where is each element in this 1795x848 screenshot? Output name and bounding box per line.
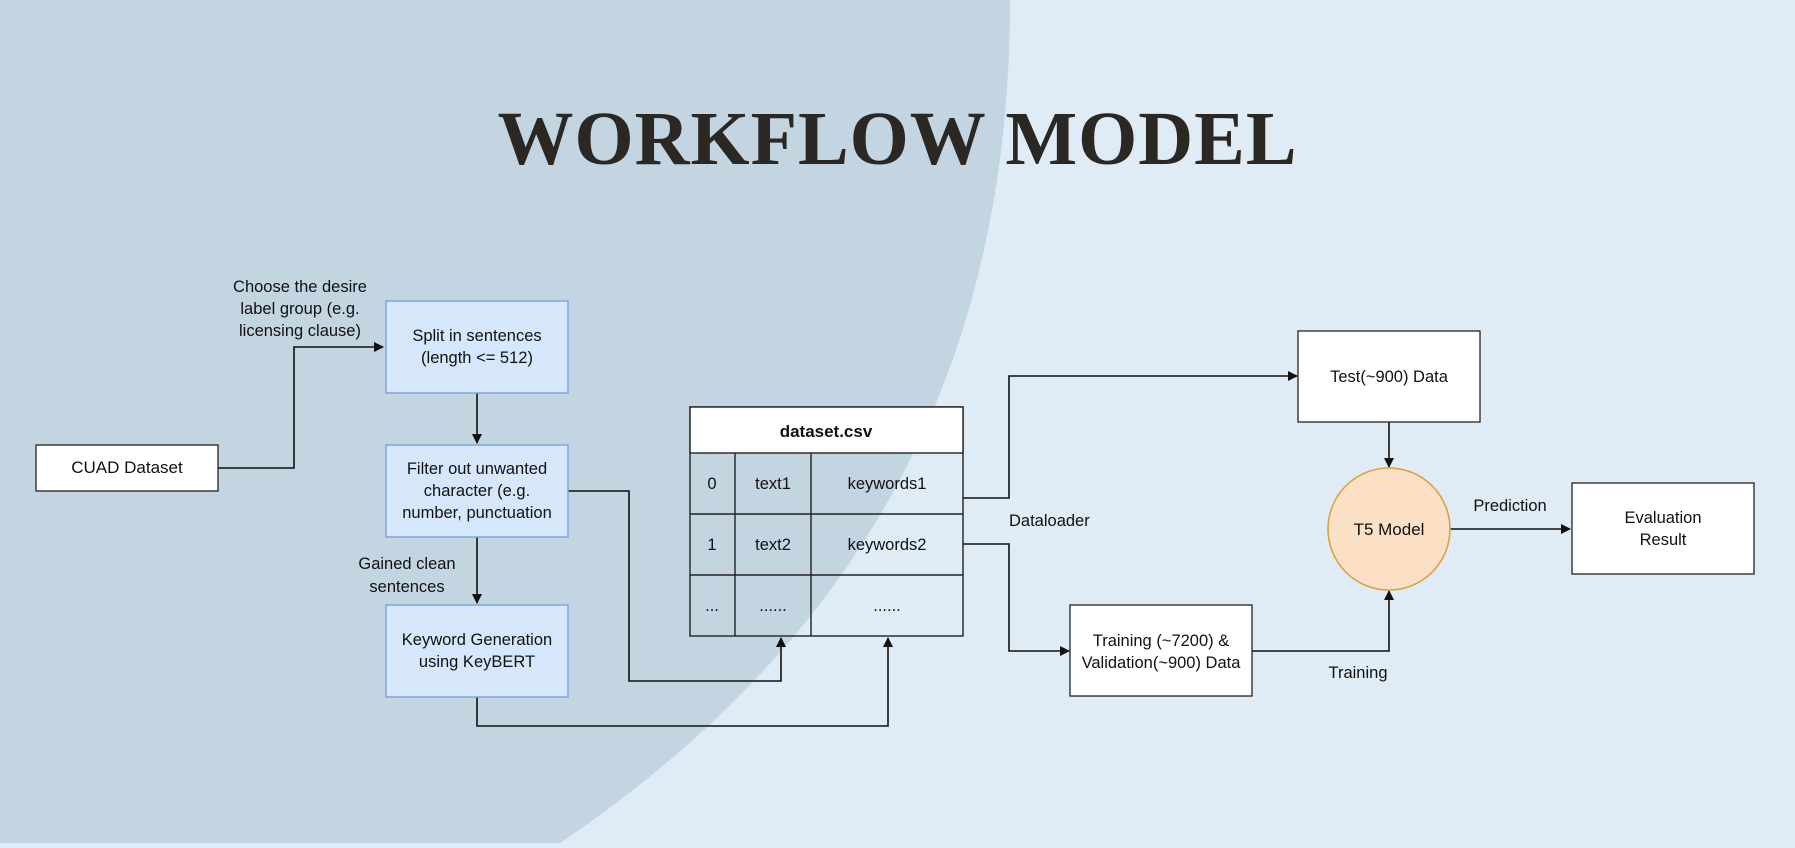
node-keyword-generation: Keyword Generation using KeyBERT bbox=[385, 604, 569, 698]
edge-label-gained-line-2: sentences bbox=[369, 578, 444, 596]
node-eval-line-2: Result bbox=[1640, 531, 1687, 549]
edges bbox=[218, 342, 1571, 727]
edge-label-training: Training bbox=[1329, 664, 1388, 682]
edge-filter-table bbox=[568, 490, 786, 682]
node-cuad-label: CUAD Dataset bbox=[71, 458, 183, 477]
edge-cuad-split bbox=[218, 342, 384, 469]
edge-label-choose: Choose the desire label group (e.g. lice… bbox=[233, 278, 367, 340]
node-evaluation-result: Evaluation Result bbox=[1571, 482, 1755, 575]
table-cell: 1 bbox=[707, 536, 716, 554]
node-filter-line-2: character (e.g. bbox=[424, 482, 530, 500]
table-cell: ... bbox=[705, 597, 719, 615]
background-circle bbox=[0, 0, 1010, 843]
node-test-label: Test(~900) Data bbox=[1330, 368, 1449, 386]
node-train-line-1: Training (~7200) & bbox=[1093, 632, 1230, 650]
node-keyword-line-2: using KeyBERT bbox=[419, 653, 535, 671]
node-split-line-1: Split in sentences bbox=[412, 327, 541, 345]
edge-table-test bbox=[963, 371, 1298, 499]
table-cell: keywords1 bbox=[848, 475, 927, 493]
table-cell: ...... bbox=[759, 597, 787, 615]
node-filter-line-3: number, punctuation bbox=[402, 504, 552, 522]
edge-label-dataloader: Dataloader bbox=[1009, 512, 1090, 530]
edge-label-prediction: Prediction bbox=[1473, 497, 1546, 515]
edge-label-gained: Gained clean sentences bbox=[358, 555, 455, 596]
edge-label-choose-line-1: Choose the desire bbox=[233, 278, 367, 296]
node-keyword-line-1: Keyword Generation bbox=[402, 631, 552, 649]
edge-label-choose-line-3: licensing clause) bbox=[239, 322, 361, 340]
table-row: ... ...... ...... bbox=[705, 597, 901, 615]
node-t5-label: T5 Model bbox=[1354, 520, 1425, 539]
table-cell: keywords2 bbox=[848, 536, 927, 554]
table-cell: text2 bbox=[755, 536, 791, 554]
table-cell: text1 bbox=[755, 475, 791, 493]
node-eval-line-1: Evaluation bbox=[1624, 509, 1701, 527]
table-title: dataset.csv bbox=[780, 422, 873, 441]
dataset-table: dataset.csv 0 text1 keywords1 1 text2 ke… bbox=[689, 406, 964, 637]
table-row: 0 text1 keywords1 bbox=[707, 475, 926, 493]
table-cell: ...... bbox=[873, 597, 901, 615]
node-filter-characters: Filter out unwanted character (e.g. numb… bbox=[385, 444, 569, 538]
edge-table-train bbox=[963, 543, 1070, 656]
edge-keyword-table bbox=[476, 637, 893, 727]
node-train-line-2: Validation(~900) Data bbox=[1082, 654, 1242, 672]
node-training-data: Training (~7200) & Validation(~900) Data bbox=[1069, 604, 1253, 697]
edge-label-gained-line-1: Gained clean bbox=[358, 555, 455, 573]
node-cuad-dataset: CUAD Dataset bbox=[35, 444, 219, 492]
node-split-sentences: Split in sentences (length <= 512) bbox=[385, 300, 569, 394]
edge-label-choose-line-2: label group (e.g. bbox=[240, 300, 359, 318]
table-row: 1 text2 keywords2 bbox=[707, 536, 926, 554]
node-filter-line-1: Filter out unwanted bbox=[407, 460, 547, 478]
node-t5-model: T5 Model bbox=[1327, 467, 1451, 591]
page-title: WORKFLOW MODEL bbox=[497, 97, 1298, 181]
node-test-data: Test(~900) Data bbox=[1297, 330, 1481, 423]
edge-train-t5 bbox=[1252, 590, 1394, 652]
node-split-line-2: (length <= 512) bbox=[421, 349, 533, 367]
table-cell: 0 bbox=[707, 475, 716, 493]
